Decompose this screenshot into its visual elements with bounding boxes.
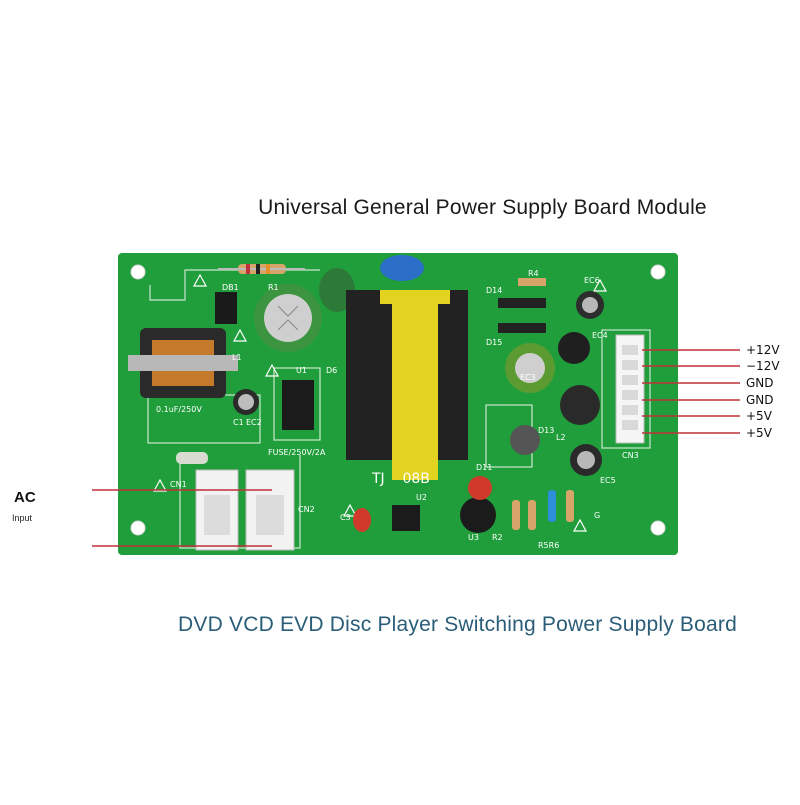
- svg-text:D15: D15: [486, 338, 502, 347]
- pin-label-gnd-2: GND: [746, 393, 774, 407]
- svg-text:D14: D14: [486, 286, 502, 295]
- svg-text:EC4: EC4: [592, 331, 608, 340]
- svg-text:FUSE/250V/2A: FUSE/250V/2A: [268, 448, 326, 457]
- page-subtitle: DVD VCD EVD Disc Player Switching Power …: [178, 613, 737, 636]
- svg-text:U2: U2: [416, 493, 427, 502]
- pin-label-plus5v-1: +5V: [746, 409, 772, 423]
- page-title: Universal General Power Supply Board Mod…: [258, 196, 707, 219]
- svg-text:R5R6: R5R6: [538, 541, 559, 550]
- ac-label: AC: [14, 489, 36, 506]
- pin-label-minus12v: −12V: [746, 359, 780, 373]
- svg-text:C3: C3: [340, 513, 351, 522]
- svg-text:U1: U1: [296, 366, 307, 375]
- svg-text:EC6: EC6: [584, 276, 600, 285]
- svg-text:L1: L1: [232, 353, 242, 362]
- pin-label-gnd-1: GND: [746, 376, 774, 390]
- svg-text:R1: R1: [268, 283, 279, 292]
- svg-text:R4: R4: [528, 269, 539, 278]
- svg-text:TJ 08B: TJ 08B: [371, 471, 430, 487]
- svg-text:D11: D11: [476, 463, 492, 472]
- svg-text:CN1: CN1: [170, 480, 187, 489]
- mount-hole: [650, 520, 666, 536]
- svg-text:L2: L2: [556, 433, 566, 442]
- ac-input-sublabel: Input: [12, 513, 33, 523]
- svg-text:EC2: EC2: [246, 418, 262, 427]
- svg-text:U3: U3: [468, 533, 479, 542]
- svg-text:EC3: EC3: [520, 373, 536, 382]
- pin-label-plus5v-2: +5V: [746, 426, 772, 440]
- mount-hole: [130, 264, 146, 280]
- svg-text:C1: C1: [233, 418, 244, 427]
- svg-text:R2: R2: [492, 533, 503, 542]
- svg-text:CN3: CN3: [622, 451, 639, 460]
- svg-text:G: G: [594, 511, 600, 520]
- svg-text:D13: D13: [538, 426, 554, 435]
- mount-hole: [130, 520, 146, 536]
- pin-label-plus12v: +12V: [746, 343, 780, 357]
- svg-text:DB1: DB1: [222, 283, 239, 292]
- svg-text:D6: D6: [326, 366, 337, 375]
- svg-text:0.1uF/250V: 0.1uF/250V: [156, 405, 202, 414]
- svg-text:EC5: EC5: [600, 476, 616, 485]
- svg-text:CN2: CN2: [298, 505, 315, 514]
- mount-hole: [650, 264, 666, 280]
